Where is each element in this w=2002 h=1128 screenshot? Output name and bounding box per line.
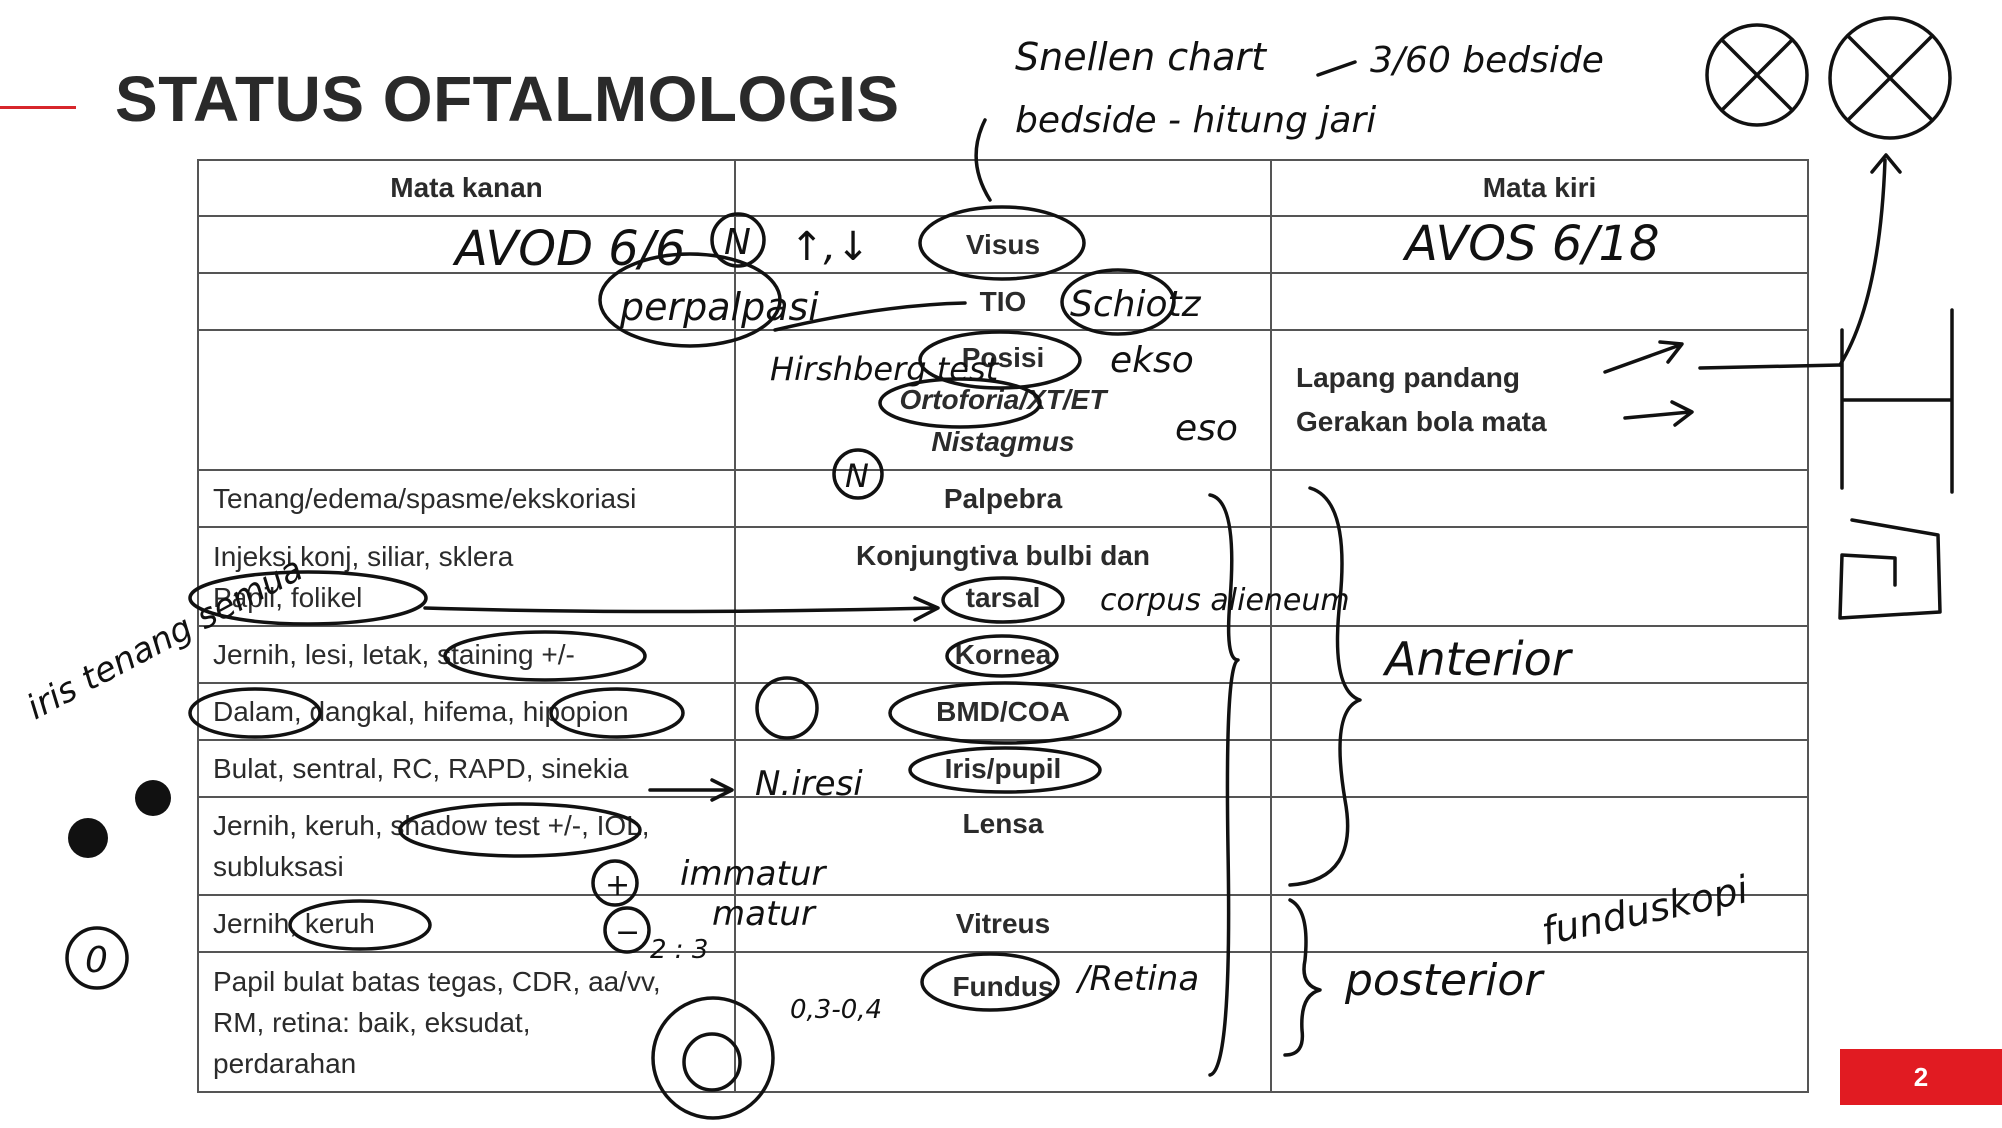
row-posisi-right — [197, 329, 736, 471]
table-row: Injeksi konj, siliar, sklera Papil, foli… — [197, 526, 1809, 627]
table-row: Visus — [197, 215, 1809, 274]
row-posisi-left: Lapang pandang Gerakan bola mata — [1270, 329, 1809, 471]
visual-field-circle-left — [1828, 16, 1952, 140]
row-fundus-label: Fundus — [734, 951, 1272, 1093]
row-lensa-label: Lensa — [734, 796, 1272, 896]
zero-circle — [65, 926, 129, 990]
posisi-label: Posisi — [961, 342, 1045, 373]
ophthalmology-status-table: Mata kanan Mata kiri Visus TIO Posisi Or… — [197, 159, 1809, 1093]
visual-field-cross-right — [1720, 38, 1794, 112]
note-snellen: Snellen chart — [1015, 35, 1268, 79]
visual-field-cross-left — [1846, 34, 1934, 122]
row-iris-left — [1270, 739, 1809, 798]
row-posisi-label: Posisi Ortoforia/XT/ET Nistagmus — [734, 329, 1272, 471]
row-iris-right: Bulat, sentral, RC, RAPD, sinekia — [197, 739, 736, 798]
row-lensa-right: Jernih, keruh, shadow test +/-, IOL, sub… — [197, 796, 736, 896]
note-zero: 0 — [85, 940, 108, 981]
row-palpebra-right: Tenang/edema/spasme/ekskoriasi — [197, 469, 736, 528]
row-vitreus-right: Jernih, keruh — [197, 894, 736, 953]
row-fundus-left — [1270, 951, 1809, 1093]
table-row: Jernih, lesi, letak, staining +/- Kornea — [197, 625, 1809, 684]
table-row: Tenang/edema/spasme/ekskoriasi Palpebra — [197, 469, 1809, 528]
row-visus-label: Visus — [734, 215, 1272, 274]
row-kornea-label: Kornea — [734, 625, 1272, 684]
slide-title: STATUS OFTALMOLOGIS — [115, 63, 900, 135]
row-konjungtiva-left — [1270, 526, 1809, 627]
row-visus-right — [197, 215, 736, 274]
row-palpebra-left — [1270, 469, 1809, 528]
row-lensa-left — [1270, 796, 1809, 896]
row-konjungtiva-label: Konjungtiva bulbi dan tarsal — [734, 526, 1272, 627]
row-visus-left — [1270, 215, 1809, 274]
row-bmd-label: BMD/COA — [734, 682, 1272, 741]
title-accent-line — [0, 106, 76, 109]
note-bedside: bedside - hitung jari — [1015, 100, 1376, 141]
row-fundus-right: Papil bulat batas tegas, CDR, aa/vv, RM,… — [197, 951, 736, 1093]
note-bedside-right: 3/60 bedside — [1370, 40, 1604, 81]
gerakan-bola-mata-label: Gerakan bola mata — [1296, 406, 1547, 437]
row-palpebra-label: Palpebra — [734, 469, 1272, 528]
note-dash — [1316, 60, 1357, 77]
header-exam — [734, 159, 1272, 217]
row-vitreus-label: Vitreus — [734, 894, 1272, 953]
table-header-row: Mata kanan Mata kiri — [197, 159, 1809, 217]
visual-field-arrow — [1838, 153, 1902, 367]
spiral-diagram — [1838, 518, 1942, 620]
table-row: Jernih, keruh, shadow test +/-, IOL, sub… — [197, 796, 1809, 896]
table-row: Jernih, keruh Vitreus — [197, 894, 1809, 953]
visual-field-circle-right — [1705, 23, 1809, 127]
filled-dot-large — [68, 818, 108, 858]
row-tio-label: TIO — [734, 272, 1272, 331]
row-kornea-right: Jernih, lesi, letak, staining +/- — [197, 625, 736, 684]
row-tio-left — [1270, 272, 1809, 331]
filled-dot-small — [135, 780, 171, 816]
header-right-eye: Mata kanan — [197, 159, 736, 217]
row-tio-right — [197, 272, 736, 331]
ortoforia-label: Ortoforia/XT/ET — [899, 384, 1107, 415]
header-left-eye: Mata kiri — [1270, 159, 1809, 217]
eye-movement-diagram — [1840, 308, 1954, 494]
table-row: Dalam, dangkal, hifema, hipopion BMD/COA — [197, 682, 1809, 741]
table-row: Bulat, sentral, RC, RAPD, sinekia Iris/p… — [197, 739, 1809, 798]
row-bmd-right: Dalam, dangkal, hifema, hipopion — [197, 682, 736, 741]
row-vitreus-left — [1270, 894, 1809, 953]
row-konjungtiva-right: Injeksi konj, siliar, sklera Papil, foli… — [197, 526, 736, 627]
table-row: TIO — [197, 272, 1809, 331]
lapang-pandang-label: Lapang pandang — [1296, 362, 1520, 393]
nistagmus-label: Nistagmus — [931, 426, 1075, 457]
row-bmd-left — [1270, 682, 1809, 741]
page-number-badge: 2 — [1840, 1049, 2002, 1105]
table-row: Posisi Ortoforia/XT/ET Nistagmus Lapang … — [197, 329, 1809, 471]
table-row: Papil bulat batas tegas, CDR, aa/vv, RM,… — [197, 951, 1809, 1093]
row-iris-label: Iris/pupil — [734, 739, 1272, 798]
row-kornea-left — [1270, 625, 1809, 684]
